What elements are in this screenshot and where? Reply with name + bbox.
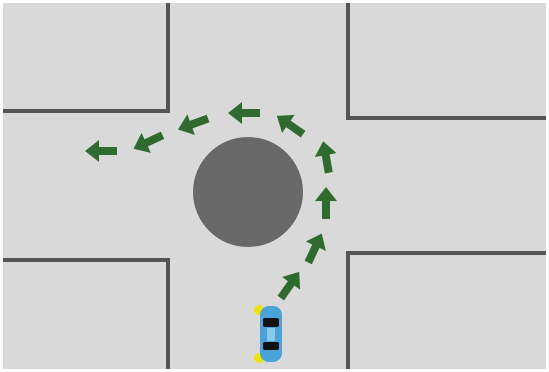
car-front-window [263, 318, 279, 327]
roundabout-island [193, 137, 303, 247]
car-rear-window [263, 342, 279, 350]
car-roof [267, 328, 275, 341]
